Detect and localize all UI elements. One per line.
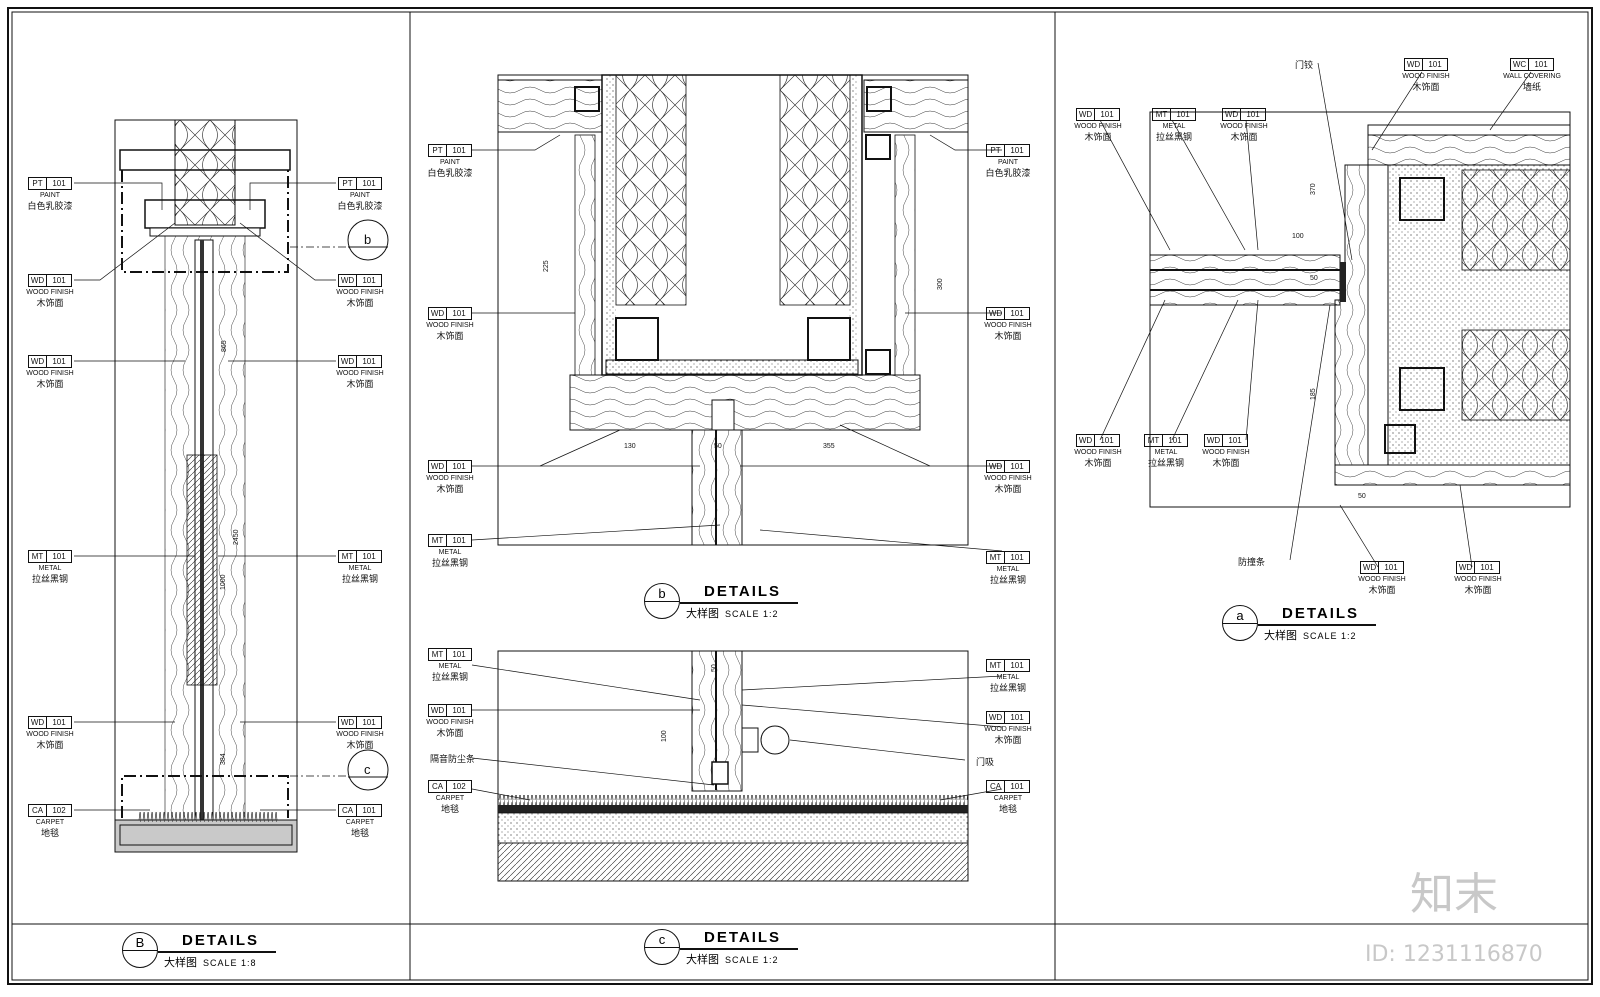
panel-c-drawing (471, 650, 1003, 882)
dim-sb-4: 50 (714, 443, 722, 450)
watermark-brand: 知末 (1410, 870, 1498, 919)
callout-c-letter: c (364, 762, 371, 777)
note-bumper-strip: 防撞条 (1238, 557, 1266, 567)
dim-sc-1: 50 (711, 664, 718, 672)
dim-a-1: 370 (1310, 183, 1317, 195)
callout-b-letter: b (364, 232, 372, 247)
note-acoustic-seal: 隔音防尘条 (430, 754, 476, 764)
dim-b-4: 384 (220, 753, 227, 765)
note-hinge: 门铰 (1295, 60, 1314, 70)
panel-b-drawing (74, 119, 389, 853)
dim-sc-2: 100 (661, 730, 668, 742)
dim-a-5: 50 (1358, 493, 1366, 500)
dim-a-3: 50 (1310, 275, 1318, 282)
dim-a-4: 185 (1310, 388, 1317, 400)
dim-b-3: 1000 (220, 574, 227, 590)
dim-sb-3: 130 (624, 443, 636, 450)
panel-b-small-drawing (471, 74, 1003, 552)
dim-a-2: 100 (1292, 233, 1304, 240)
panel-a-drawing (1099, 62, 1571, 568)
dim-sb-1: 225 (543, 260, 550, 272)
dim-sb-2: 300 (937, 278, 944, 290)
note-door-stop: 门吸 (976, 757, 995, 767)
dim-b-1: 865 (221, 340, 228, 352)
watermark-id: ID: 1231116870 (1365, 942, 1543, 967)
dim-sb-5: 355 (823, 443, 835, 450)
dim-b-2: 2450 (233, 529, 240, 545)
